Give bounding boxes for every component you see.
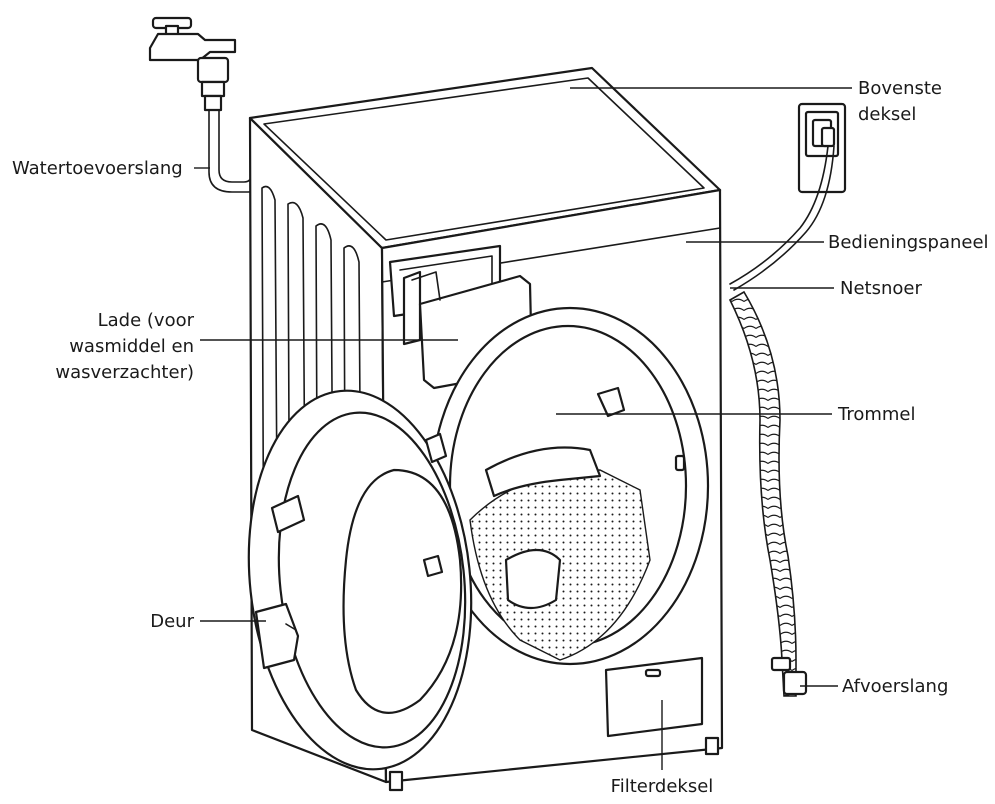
power-cord [729, 145, 829, 285]
label-water-inlet-hose: Watertoevoerslang [12, 158, 183, 179]
label-drawer-line3: wasverzachter) [55, 362, 194, 383]
water-tap [148, 16, 237, 112]
label-power-cord: Netsnoer [840, 278, 922, 299]
label-filter-cover: Filterdeksel [611, 776, 714, 797]
label-top-cover-line2: deksel [858, 104, 916, 125]
door [247, 389, 473, 771]
label-control-panel: Bedieningspaneel [828, 232, 989, 253]
label-door: Deur [150, 611, 194, 632]
leader-lines [194, 87, 852, 770]
label-drain-hose: Afvoerslang [842, 676, 948, 697]
filter-cover [604, 656, 704, 738]
label-drawer-line2: wasmiddel en [69, 336, 194, 357]
label-drum: Trommel [837, 404, 916, 425]
drain-hose [728, 290, 797, 697]
label-drawer-line1: Lade (voor [98, 310, 195, 331]
wall-socket [797, 102, 847, 194]
label-top-cover-line1: Bovenste [858, 78, 942, 99]
drum [430, 306, 710, 666]
